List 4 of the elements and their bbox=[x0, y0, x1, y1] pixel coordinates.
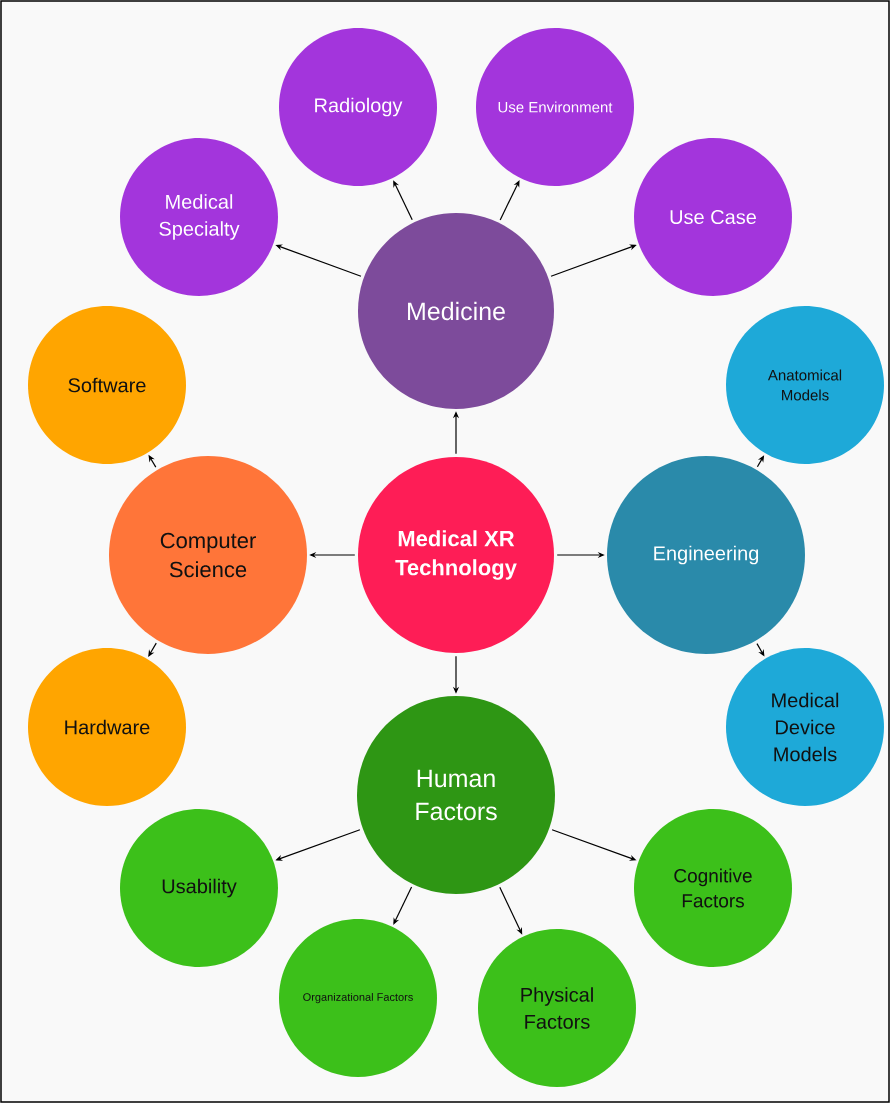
arrow bbox=[148, 642, 157, 657]
arrow bbox=[499, 180, 520, 221]
arrow bbox=[393, 180, 413, 221]
arrow bbox=[393, 886, 413, 925]
